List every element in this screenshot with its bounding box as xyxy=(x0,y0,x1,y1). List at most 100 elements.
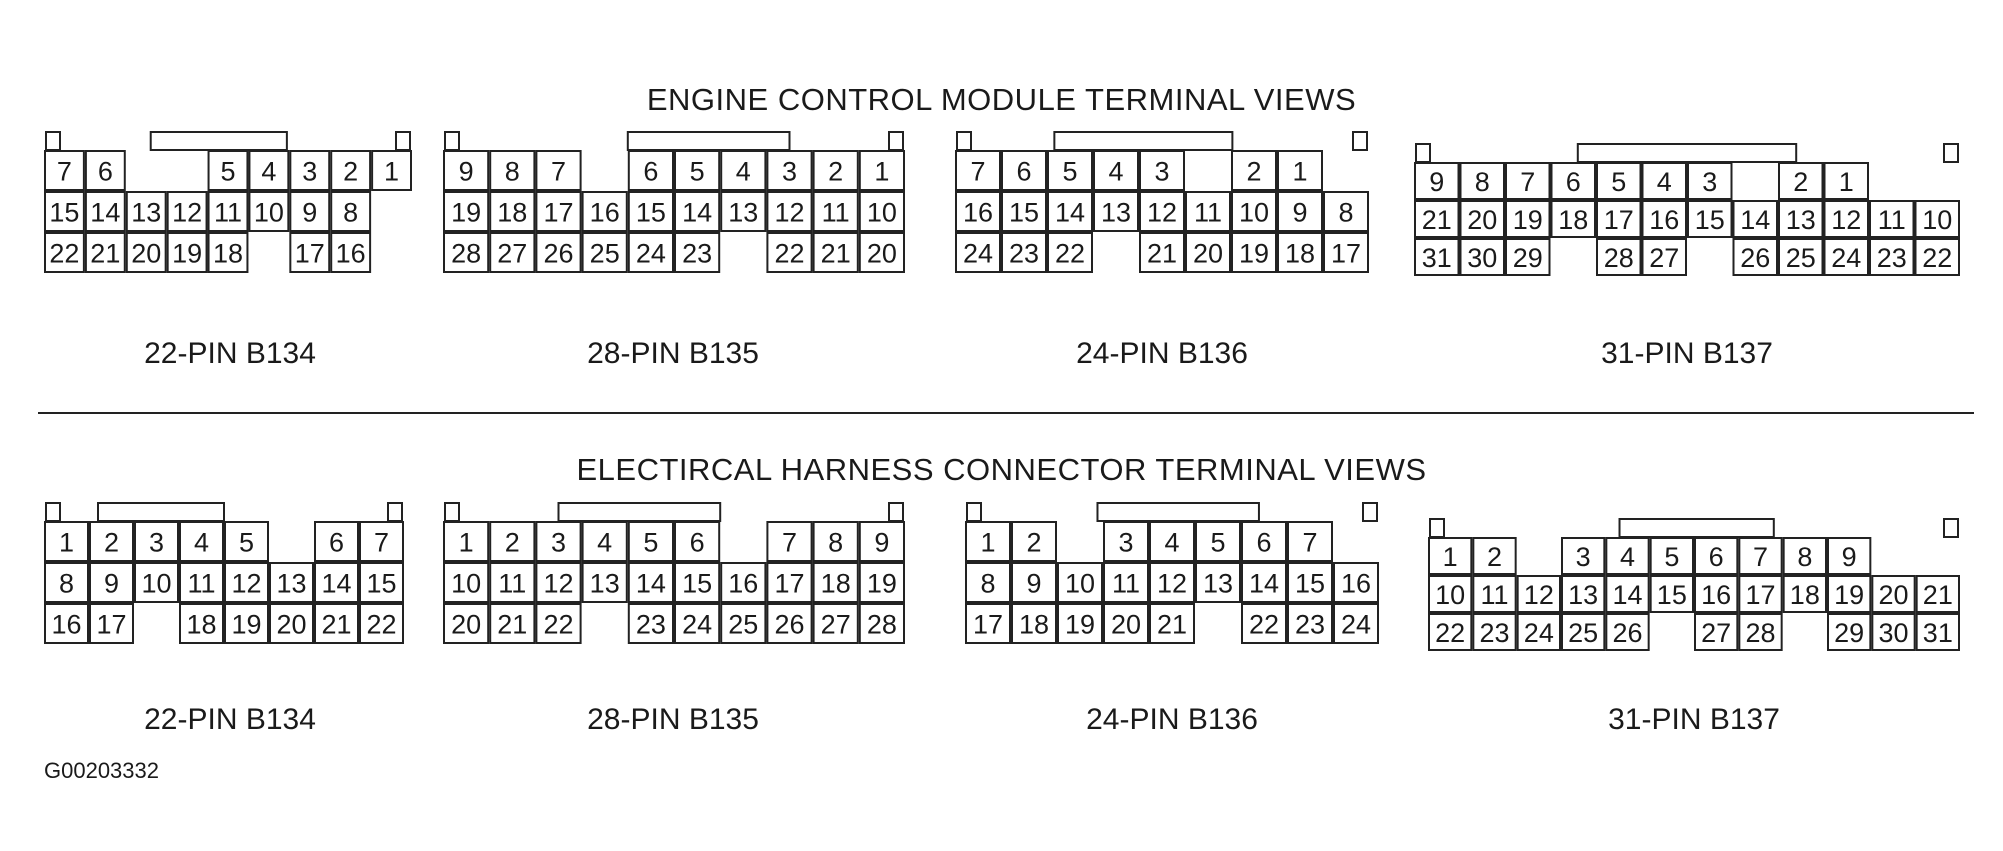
pin-cell xyxy=(535,521,582,562)
pin-number: 18 xyxy=(1019,610,1049,640)
pin-number: 9 xyxy=(104,569,119,599)
pin-number: 2 xyxy=(343,157,358,187)
pin-cell xyxy=(1915,613,1960,651)
pin-number: 13 xyxy=(590,569,620,599)
ecm-caption-b136: 24-PIN B136 xyxy=(1076,337,1248,370)
pin-cell xyxy=(1605,537,1650,575)
pin-number: 12 xyxy=(1157,569,1187,599)
pin-number: 5 xyxy=(690,157,705,187)
pin-cell xyxy=(289,191,331,232)
pin-number: 13 xyxy=(728,198,758,228)
pin-number: 4 xyxy=(1164,528,1179,558)
pin-number: 3 xyxy=(782,157,797,187)
pin-number: 15 xyxy=(1695,205,1725,235)
pin-number: 22 xyxy=(1435,618,1465,648)
pin-cell xyxy=(1428,537,1473,575)
pin-cell xyxy=(1827,537,1872,575)
pin-cell xyxy=(1914,238,1960,276)
pin-cell xyxy=(1596,162,1642,200)
pin-number: 8 xyxy=(343,198,358,228)
pin-number: 20 xyxy=(867,239,897,269)
pin-number: 6 xyxy=(1256,528,1271,558)
pin-cell xyxy=(443,521,490,562)
pin-number: 11 xyxy=(1878,205,1906,235)
pin-cell xyxy=(248,150,290,191)
pin-cell xyxy=(766,603,813,644)
pin-number: 27 xyxy=(497,239,527,269)
pin-cell xyxy=(1459,238,1505,276)
connector-tab-left xyxy=(444,502,460,522)
pin-cell xyxy=(330,150,372,191)
pin-cell xyxy=(1472,575,1517,613)
pin-cell xyxy=(489,232,536,273)
pin-cell xyxy=(812,150,859,191)
pin-cell xyxy=(627,603,675,644)
pin-cell xyxy=(1516,613,1561,651)
pin-number: 11 xyxy=(214,198,242,228)
pin-cell xyxy=(1778,238,1824,276)
pin-cell xyxy=(1231,150,1277,191)
pin-cell xyxy=(489,150,536,191)
pin-cell xyxy=(289,232,331,273)
pin-number: 1 xyxy=(1443,542,1458,572)
pin-number: 11 xyxy=(1112,569,1140,599)
ecm-caption-b135: 28-PIN B135 xyxy=(587,337,759,370)
pin-number: 17 xyxy=(1745,580,1775,610)
pin-cell xyxy=(535,232,582,273)
pin-cell xyxy=(1472,537,1517,575)
pin-cell xyxy=(1414,162,1460,200)
pin-cell xyxy=(1694,537,1739,575)
pin-cell xyxy=(1914,200,1960,238)
pin-cell xyxy=(1871,613,1916,651)
pin-cell xyxy=(166,191,208,232)
pin-number: 28 xyxy=(1604,243,1634,273)
pin-cell xyxy=(1011,521,1057,562)
pin-number: 22 xyxy=(543,610,573,640)
pin-cell xyxy=(330,232,372,273)
pin-cell xyxy=(1323,191,1369,232)
pin-cell xyxy=(1093,191,1139,232)
pin-cell xyxy=(1694,613,1739,651)
pin-number: 8 xyxy=(1797,542,1812,572)
pin-number: 21 xyxy=(1147,239,1177,269)
connector-tab-right xyxy=(387,502,403,522)
pin-number: 19 xyxy=(231,610,261,640)
pin-cell xyxy=(1459,200,1505,238)
pin-cell xyxy=(443,603,490,644)
pin-cell xyxy=(359,562,404,603)
pin-number: 18 xyxy=(186,610,216,640)
pin-cell xyxy=(84,150,126,191)
connector-tab-left xyxy=(966,502,982,522)
pin-number: 2 xyxy=(1246,157,1261,187)
pin-cell xyxy=(1505,162,1551,200)
connector-latch xyxy=(626,131,791,151)
pin-cell xyxy=(224,521,269,562)
pin-number: 21 xyxy=(497,610,527,640)
pin-number: 2 xyxy=(828,157,843,187)
pin-number: 8 xyxy=(1338,198,1353,228)
pin-number: 11 xyxy=(187,569,215,599)
pin-number: 12 xyxy=(172,198,202,228)
pin-number: 15 xyxy=(636,198,666,228)
pin-cell xyxy=(1827,575,1872,613)
pin-number: 15 xyxy=(1657,580,1687,610)
pin-number: 14 xyxy=(90,198,120,228)
pin-cell xyxy=(1277,150,1323,191)
pin-number: 16 xyxy=(51,610,81,640)
pin-number: 16 xyxy=(963,198,993,228)
pin-number: 3 xyxy=(1118,528,1133,558)
pin-number: 4 xyxy=(1657,167,1672,197)
pin-cell xyxy=(179,521,224,562)
pin-cell xyxy=(1687,200,1733,238)
pin-cell xyxy=(269,562,314,603)
pin-number: 18 xyxy=(1285,239,1315,269)
pin-number: 2 xyxy=(104,528,119,558)
pin-number: 10 xyxy=(451,569,481,599)
pin-number: 11 xyxy=(822,198,850,228)
pin-cell xyxy=(627,150,675,191)
pin-cell xyxy=(1241,521,1287,562)
pin-number: 24 xyxy=(963,239,993,269)
